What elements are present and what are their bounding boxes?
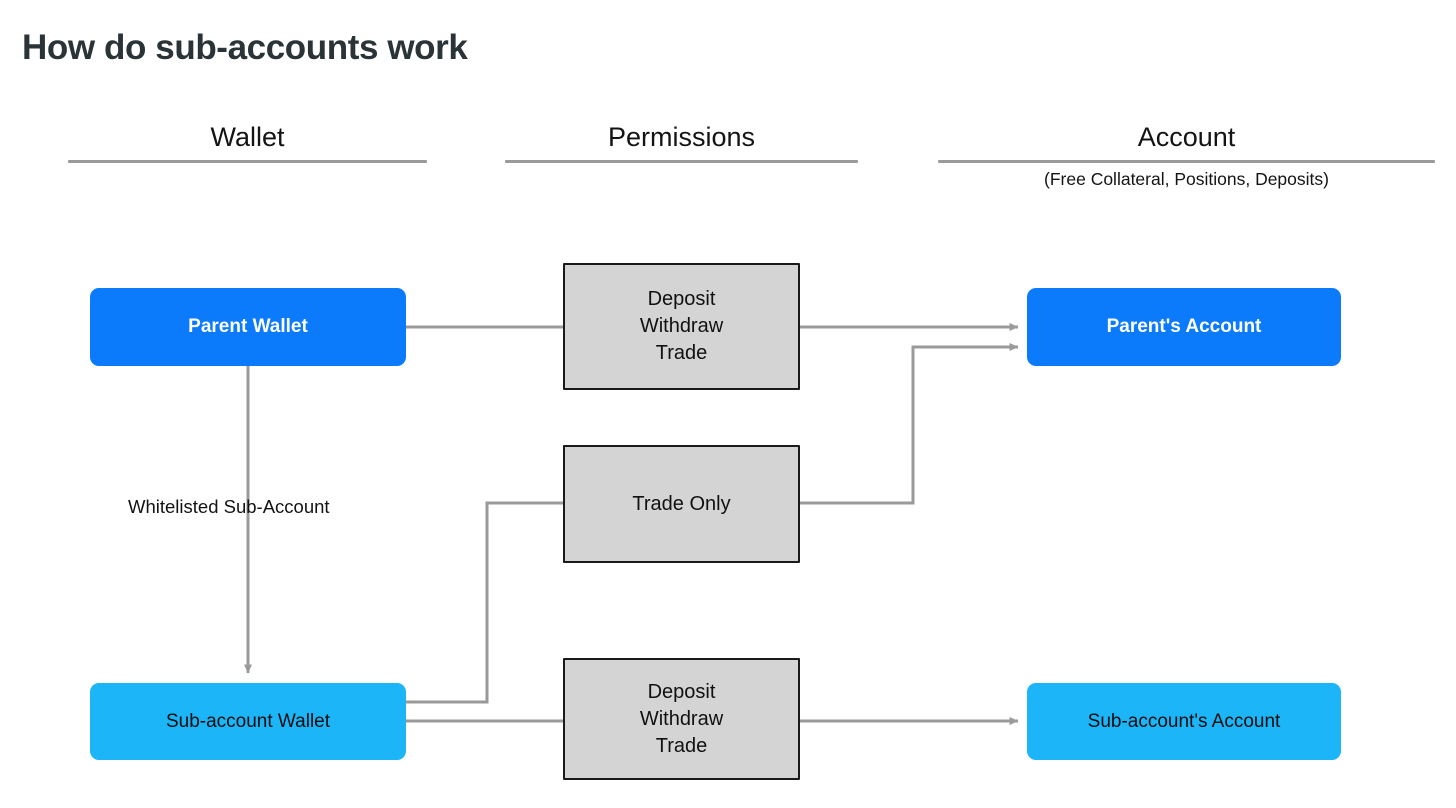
column-header-account: Account (Free Collateral, Positions, Dep… [938,120,1435,190]
wire-subaccount-wallet-to-trade-only [406,501,563,704]
node-parents-account[interactable]: Parent's Account [1027,288,1341,366]
column-title-wallet: Wallet [210,122,285,152]
column-header-wallet: Wallet [68,120,427,163]
permission-line: Withdraw [639,315,724,337]
node-subaccounts-account-label: Sub-account's Account [1087,710,1281,732]
node-subaccount-wallet[interactable]: Sub-account Wallet [90,683,406,760]
page-title: How do sub-accounts work [22,28,468,67]
wire-trade-only-to-parents-account [800,343,1019,505]
permission-line: Trade Only [632,492,731,515]
node-subaccount-wallet-label: Sub-account Wallet [165,710,331,732]
node-permission-parent[interactable]: Deposit Withdraw Trade [563,263,800,390]
column-rule-wallet [68,160,427,163]
node-permission-trade-only[interactable]: Trade Only [563,445,800,563]
permission-line: Trade [655,734,708,757]
permission-line: Deposit [647,680,716,703]
column-title-account: Account [1137,122,1236,152]
column-rule-account [938,160,1435,163]
edge-label-whitelisted-sub-account: Whitelisted Sub-Account [128,496,330,517]
permission-line: Withdraw [639,707,724,730]
node-subaccounts-account[interactable]: Sub-account's Account [1027,683,1341,760]
node-parents-account-label: Parent's Account [1106,316,1262,337]
node-parent-wallet[interactable]: Parent Wallet [90,288,406,366]
column-title-permissions: Permissions [607,122,756,152]
node-parent-wallet-label: Parent Wallet [188,316,308,337]
column-header-permissions: Permissions [505,120,858,163]
column-rule-permissions [505,160,858,163]
permission-line: Deposit [647,288,716,310]
permission-line: Trade [655,342,708,364]
node-permission-subaccount[interactable]: Deposit Withdraw Trade [563,658,800,780]
column-subtitle-account: (Free Collateral, Positions, Deposits) [1044,169,1329,189]
